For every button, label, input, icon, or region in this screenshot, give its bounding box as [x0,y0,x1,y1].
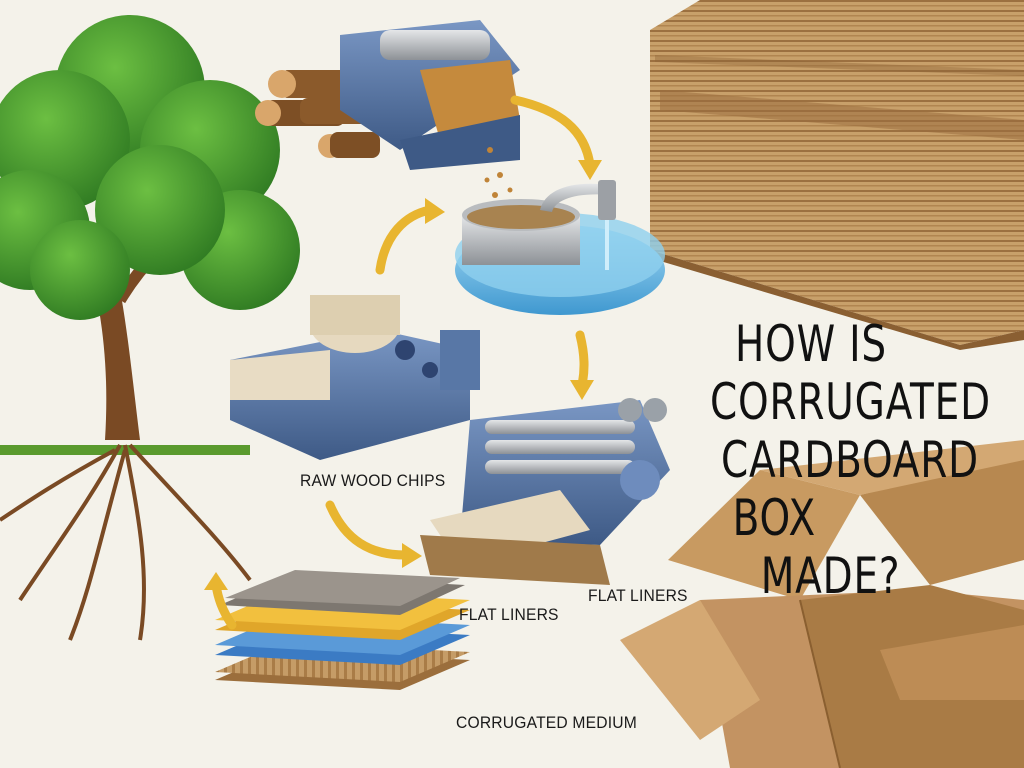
label-raw-wood-chips: RAW WOOD CHIPS [300,471,446,490]
wood-chipper-icon [340,20,520,213]
flow-arrow-heads [204,160,602,590]
paper-machine-icon [230,295,480,460]
tree-icon [0,15,300,641]
label-flat-liners-right: FLAT LINERS [588,586,688,605]
label-corrugated-medium: CORRUGATED MEDIUM [456,713,637,732]
cardboard-stack-icon [650,0,1024,350]
press-roller-icon [420,398,670,585]
flow-arrow-icon [211,95,595,630]
open-box-icon [620,440,1024,768]
label-flat-liners-left: FLAT LINERS [459,605,559,624]
headline-line-4: BOX [732,489,816,547]
layer-stack-icon [215,570,470,690]
pulp-vat-icon [455,180,665,315]
headline-line-5: MADE? [760,547,901,605]
headline-line-3: CARDBOARD [720,431,979,489]
headline-line-2: CORRUGATED [710,373,991,431]
headline-line-1: HOW IS [735,315,887,373]
